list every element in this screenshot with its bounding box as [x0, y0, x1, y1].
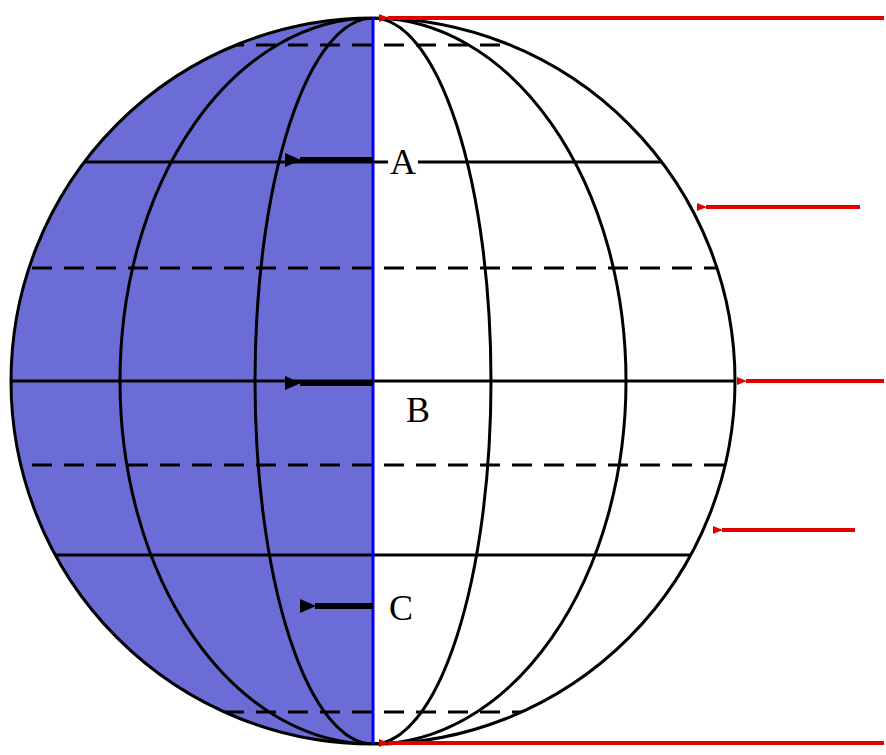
rotation-arrow [315, 603, 373, 609]
sun-ray [388, 16, 884, 20]
tropic [0, 464, 886, 467]
globe-outline [11, 18, 735, 744]
point-label: B [404, 392, 432, 428]
parallel [0, 554, 886, 557]
point-label: C [387, 590, 415, 626]
rotation-arrow [300, 380, 373, 386]
point-label: A [388, 144, 418, 180]
sun-ray [706, 205, 860, 209]
polar-circle [0, 711, 886, 714]
rotation-arrow [300, 157, 373, 163]
polar-circle [0, 44, 886, 47]
sun-ray [746, 379, 884, 383]
sun-ray [722, 528, 855, 532]
equator [0, 380, 886, 383]
parallel [0, 161, 886, 164]
sun-ray [388, 741, 884, 745]
tropic [0, 267, 886, 270]
